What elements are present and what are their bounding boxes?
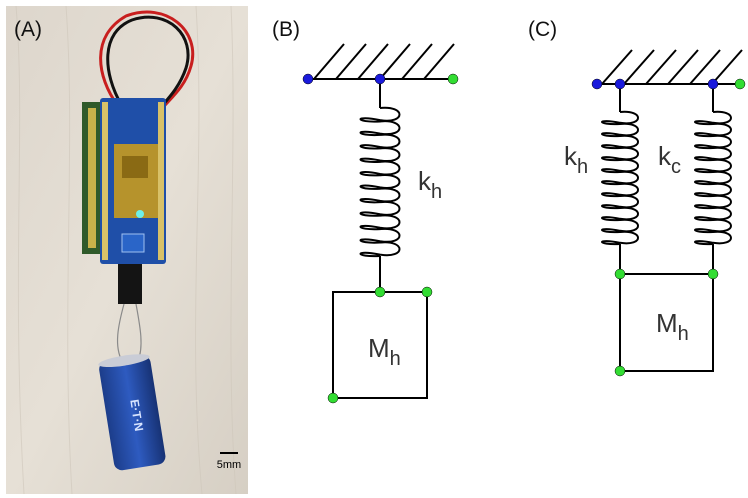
- connector: [118, 264, 142, 304]
- header-pins: [88, 108, 96, 248]
- b-mass-node-topright: [421, 286, 433, 298]
- panel-a-label: (A): [14, 18, 42, 41]
- wood-grain: [15, 6, 237, 494]
- b-fixed-node-center: [374, 73, 386, 85]
- board-pins-left: [102, 102, 108, 260]
- c-fixed-node-spring1: [614, 78, 626, 90]
- panel-b-label: (B): [272, 18, 300, 41]
- c-mass-node-topleft: [614, 268, 626, 280]
- c-spring2-label: kc: [658, 141, 681, 178]
- b-fixed-node-left: [302, 73, 314, 85]
- capacitor: E·T·N: [98, 354, 166, 471]
- c-fixed-node-spring2: [707, 78, 719, 90]
- photo-panel: E·T·N 5mm: [6, 6, 248, 494]
- board-pins-right: [158, 102, 164, 260]
- c-node-right: [734, 78, 746, 90]
- c-spring1-label: kh: [564, 141, 588, 178]
- spring-coil-path: [601, 110, 639, 246]
- b-mass-node-bottomleft: [327, 392, 339, 404]
- c-mass-node-bottomleft: [614, 365, 626, 377]
- c-mass-label: Mh: [656, 308, 689, 345]
- panel-b: kh Mh: [302, 43, 459, 404]
- chip: [122, 156, 148, 178]
- device-photo: E·T·N 5mm: [6, 6, 248, 494]
- b-spring-coils: [359, 106, 401, 258]
- scale-bar: [220, 452, 238, 454]
- scale-bar-label: 5mm: [217, 459, 241, 471]
- capacitor-brand: E·T·N: [127, 398, 146, 432]
- status-led: [136, 210, 144, 218]
- spring-coil-path: [359, 106, 401, 258]
- b-spring-label: kh: [418, 166, 442, 203]
- b-mass-node-top: [374, 286, 386, 298]
- b-node-right: [447, 73, 459, 85]
- b-ground-hatch: [313, 43, 455, 80]
- panel-c-label: (C): [528, 18, 558, 41]
- board-logo: [121, 233, 145, 253]
- wire-loop: [99, 10, 195, 119]
- spring-coil-path: [694, 110, 732, 246]
- c-mass-box: [619, 273, 714, 372]
- c-spring2-coils: [694, 110, 732, 246]
- c-fixed-node-left: [591, 78, 603, 90]
- c-spring1-coils: [601, 110, 639, 246]
- b-mass-label: Mh: [368, 333, 401, 370]
- c-ground-hatch: [601, 49, 743, 85]
- c-mass-node-topright: [707, 268, 719, 280]
- panel-c: kh kc Mh: [564, 49, 746, 377]
